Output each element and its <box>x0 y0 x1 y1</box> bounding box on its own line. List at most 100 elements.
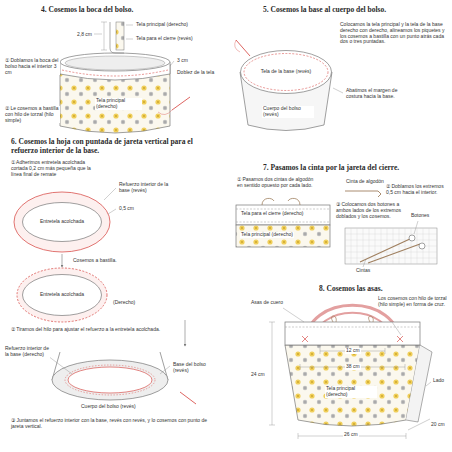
needle <box>172 97 190 110</box>
leader-line <box>170 61 174 66</box>
part-label: Tela principal (derecho) <box>95 98 142 110</box>
dimension-line <box>408 419 430 430</box>
oval-shape: Entretela acolchada <box>22 274 102 316</box>
shape-label: Entretela acolchada <box>40 292 84 298</box>
dimension-label: 0,5 cm <box>118 206 135 212</box>
leader-line <box>392 322 401 335</box>
dimension-line <box>269 322 275 425</box>
needle <box>180 392 196 404</box>
drawstring-illustration <box>236 191 437 267</box>
leader-line <box>426 382 431 386</box>
oval-border <box>241 51 332 94</box>
part-label: ① Doblamos la boca del bolso hacia el in… <box>4 58 60 75</box>
oval-border <box>23 203 102 242</box>
cotton-ribbon <box>345 191 381 197</box>
thread <box>235 40 240 52</box>
button <box>419 243 425 249</box>
fabric-detail <box>116 22 124 50</box>
step-heading: 7. Pasamos la cinta por la jareta del ci… <box>262 164 400 173</box>
leader-line <box>414 221 418 234</box>
bag-mouth <box>60 53 170 71</box>
dimension-label: 26 cm <box>343 432 359 438</box>
leader-line <box>94 34 102 35</box>
bag-inside <box>65 56 165 70</box>
gathering-stitch <box>17 268 107 322</box>
part-label: Cintas <box>355 268 371 274</box>
ribbon-ends <box>360 238 420 263</box>
step-heading: 6. Cosemos la hoja con puntada de jareta… <box>10 138 222 155</box>
leader-line <box>48 356 72 374</box>
base-reinforcement-illustration <box>14 188 196 404</box>
step-arrow <box>185 320 186 346</box>
lining-detail <box>110 22 124 53</box>
leader-line <box>104 188 116 200</box>
dimension-label: 24 cm <box>250 372 266 378</box>
step-arrow <box>62 254 63 267</box>
closure-fabric <box>236 205 330 225</box>
finished-bag-illustration <box>269 305 432 439</box>
part-label: ③ Juntamos el refuerzo interior con la b… <box>10 418 217 430</box>
dimension-line <box>300 364 405 370</box>
part-label: Tela principal (derecho) <box>135 22 227 28</box>
dimension-line <box>298 433 406 439</box>
cross-stitch <box>302 336 403 342</box>
part-label: Tela para el cierre (derecho) <box>240 211 305 217</box>
leader-line <box>333 88 343 93</box>
leader-line <box>363 259 366 267</box>
leader-line <box>160 366 170 374</box>
dimension-label: 20 cm <box>430 422 446 428</box>
bag-side <box>406 345 432 422</box>
part-label: ② Le cosemos a bastilla con hilo de torz… <box>4 106 60 123</box>
dimension-label: 3 cm <box>176 58 189 64</box>
dimension-line <box>101 22 107 50</box>
part-label: Doblez de la tela <box>176 70 218 76</box>
part-label: Asas de cuero <box>250 300 284 306</box>
part-label: Botones <box>410 213 430 219</box>
part-label: Refuerzo interior de la base (revés) <box>118 182 180 194</box>
part-label: Cuerpo del bolso (revés) <box>80 404 137 410</box>
bag-body <box>285 345 420 426</box>
part-label: Tela principal (derecho) <box>325 386 377 398</box>
fabric-mesh <box>345 228 437 264</box>
dimension-label: 38 cm <box>345 364 361 370</box>
inner-reinforcement <box>68 367 152 393</box>
slip-stitch <box>65 365 155 395</box>
mesh-grid <box>345 228 437 264</box>
leader-line <box>126 25 133 39</box>
step-heading: 4. Cosemos la boca del bolso. <box>40 6 134 15</box>
part-label: Lado <box>432 378 445 384</box>
part-label: Refuerzo interior de la base (derecho) <box>4 346 50 358</box>
step-heading: 8. Cosemos las asas. <box>318 285 384 294</box>
part-label: Abatimos el margen de costura hacia la b… <box>345 88 407 100</box>
part-label: Cuerpo del bolso (revés) <box>262 106 314 118</box>
oval-shape: Entretela acolchada <box>22 202 102 242</box>
casing-stitch <box>285 327 420 328</box>
dimension-label: 2,8 cm <box>76 32 93 38</box>
thread <box>158 110 172 115</box>
dimension-line <box>320 348 385 354</box>
part-label: ① Adherimos entretela acolchada cortada … <box>10 160 96 177</box>
dimension-label: 12 cm <box>345 348 361 354</box>
leader-line <box>108 209 116 214</box>
base-to-body-illustration <box>235 40 343 131</box>
part-label: ③ Colocamos dos botones a ambos lados de… <box>335 202 403 219</box>
part-label: ① Pasamos dos cintas de algodón en senti… <box>236 177 320 189</box>
reinforcement-outline <box>14 192 110 252</box>
needle <box>236 40 250 56</box>
closure-band <box>285 322 420 345</box>
casing-stitch <box>236 209 330 222</box>
part-label: Tela para el cierre (revés) <box>135 36 227 42</box>
oval-shape: Tela de la base (revés) <box>240 50 332 94</box>
running-stitch <box>244 54 328 91</box>
part-label: ② Tiramos del hilo para ajustar el refue… <box>10 327 172 333</box>
part-label: Los cosemos con hilo de torzal (hilo sim… <box>377 296 449 308</box>
part-label: Colocamos la tela principal y la tela de… <box>339 22 449 45</box>
part-label: (Derecho) <box>112 300 136 306</box>
main-fabric <box>236 225 330 247</box>
step-heading: 5. Cosemos la base al cuerpo del bolso. <box>262 6 387 15</box>
shape-label: Entretela acolchada <box>40 219 84 225</box>
part-label: Cosemos a bastilla. <box>72 258 118 264</box>
part-label: Base del bolso (revés) <box>172 362 222 374</box>
part-label: ② Doblamos los extremos 0,5 cm hacia el … <box>385 184 449 196</box>
